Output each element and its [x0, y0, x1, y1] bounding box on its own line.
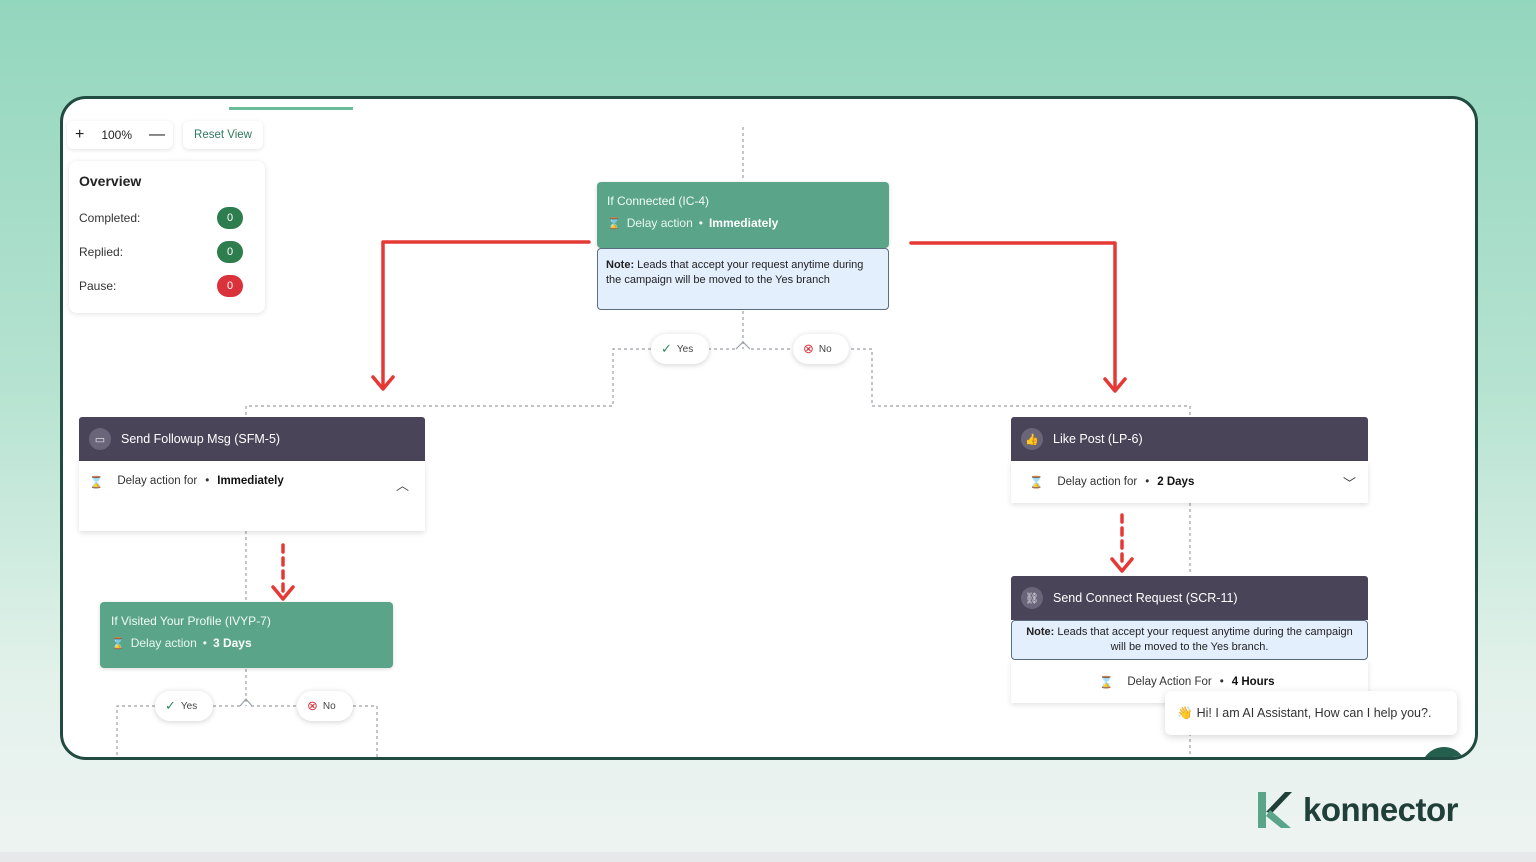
delay-value: 3 Days [212, 636, 252, 650]
thumbs-up-icon: 👍 [1021, 428, 1043, 450]
x-circle-icon: ⊗ [307, 698, 318, 713]
node-title: Send Connect Request (SCR-11) [1053, 591, 1238, 605]
overview-row-replied: Replied: 0 [79, 235, 255, 269]
flow-canvas[interactable]: + 100% — Reset View Overview Completed: … [63, 99, 1475, 757]
branch-caret [735, 341, 751, 350]
node-send-connect[interactable]: ⛓ Send Connect Request (SCR-11) [1011, 576, 1368, 620]
connector-ivyp7-no [353, 705, 378, 757]
konnector-logo: konnector [1255, 790, 1459, 830]
yes-label: Yes [676, 343, 694, 355]
completed-count-badge: 0 [217, 207, 243, 229]
reset-view-button[interactable]: Reset View [183, 121, 263, 149]
red-dashed-right-head [1110, 557, 1134, 573]
connector-yes-branch [245, 348, 651, 417]
flow-canvas-frame: + 100% — Reset View Overview Completed: … [60, 96, 1478, 760]
note-text: Leads that accept your request anytime d… [606, 259, 864, 286]
zoom-in-button[interactable]: + [75, 126, 85, 143]
delay-label: Delay action [626, 216, 693, 230]
delay-value: Immediately [217, 475, 284, 487]
chat-launcher-button[interactable] [1421, 747, 1467, 757]
delay-value: 2 Days [1157, 476, 1195, 488]
node-title: Send Followup Msg (SFM-5) [121, 432, 281, 446]
red-dashed-left-head [271, 585, 295, 601]
zoom-level: 100% [101, 128, 133, 142]
yes-branch-pill[interactable]: ✓ Yes [651, 334, 709, 364]
konnector-logo-mark-icon [1258, 792, 1292, 828]
delay-dot: • [698, 216, 703, 230]
node-delay: ⌛ Delay action • Immediately [607, 216, 879, 230]
node-like-post[interactable]: 👍 Like Post (LP-6) [1011, 417, 1368, 461]
chevron-down-icon[interactable]: ﹀ [1342, 475, 1356, 491]
link-icon: ⛓ [1021, 587, 1043, 609]
hourglass-icon: ⌛ [111, 637, 125, 650]
note-send-connect: Note: Leads that accept your request any… [1011, 620, 1368, 660]
x-circle-icon: ⊗ [803, 341, 814, 356]
delay-value: 4 Hours [1231, 675, 1275, 688]
hourglass-icon: ⌛ [89, 477, 104, 489]
flow-connectors [116, 127, 1191, 757]
delay-label: Delay action for [117, 475, 198, 487]
red-arrow-left-head [371, 375, 395, 391]
brand-name: konnector [1303, 791, 1459, 828]
overview-row-pause: Pause: 0 [79, 269, 255, 303]
no-label: No [818, 343, 832, 355]
branch-caret-ivyp7 [239, 698, 253, 707]
red-arrow-left [381, 240, 591, 389]
ai-assistant-message[interactable]: 👋 Hi! I am AI Assistant, How can I help … [1165, 691, 1457, 735]
node-delay: ⌛ Delay action • 3 Days [111, 636, 382, 650]
overview-label: Completed: [79, 211, 141, 225]
note-text: Leads that accept your request anytime d… [1057, 626, 1353, 653]
no-branch-pill[interactable]: ⊗ No [297, 691, 353, 721]
no-branch-pill[interactable]: ⊗ No [793, 334, 849, 364]
bottom-band [0, 852, 1536, 862]
note-prefix: Note: [1026, 626, 1055, 638]
delay-label: Delay action for [1057, 476, 1138, 488]
message-icon: ▭ [89, 428, 111, 450]
node-title: Like Post (LP-6) [1053, 432, 1143, 446]
overview-label: Pause: [79, 279, 117, 293]
red-arrow-right [909, 241, 1117, 391]
overview-panel: Overview Completed: 0 Replied: 0 Pause: … [69, 161, 265, 313]
note-prefix: Note: [606, 259, 635, 271]
node-send-followup-body: ⌛ Delay action for • Immediately ︿ [79, 461, 425, 531]
delay-dot: • [1145, 476, 1150, 488]
check-circle-icon: ✓ [661, 341, 672, 356]
yes-label: Yes [180, 700, 198, 712]
hourglass-icon: ⌛ [607, 217, 621, 230]
node-like-post-body: ⌛ Delay action for • 2 Days ﹀ [1011, 461, 1368, 503]
delay-label: Delay action [130, 636, 197, 650]
delay-dot: • [1219, 675, 1224, 688]
connector-no-branch [851, 348, 1191, 417]
red-arrow-right-head [1103, 377, 1127, 393]
chevron-up-icon[interactable]: ︿ [395, 478, 409, 493]
note-if-connected: Note: Leads that accept your request any… [597, 248, 889, 310]
delay-dot: • [202, 636, 207, 650]
node-title: If Visited Your Profile (IVYP-7) [111, 614, 271, 628]
check-circle-icon: ✓ [165, 698, 176, 713]
node-if-connected[interactable]: If Connected (IC-4) ⌛ Delay action • Imm… [597, 182, 889, 248]
replied-count-badge: 0 [217, 241, 243, 263]
zoom-out-button[interactable]: — [148, 126, 165, 143]
assistant-text: Hi! I am AI Assistant, How can I help yo… [1196, 706, 1432, 720]
hourglass-icon: ⌛ [1029, 477, 1044, 489]
delay-label: Delay Action For [1127, 675, 1212, 688]
zoom-controls: + 100% — [67, 121, 173, 149]
node-title: If Connected (IC-4) [607, 194, 710, 208]
overview-title: Overview [79, 173, 142, 189]
connector-ivyp7-yes [116, 705, 155, 757]
delay-dot: • [205, 475, 210, 487]
delay-value: Immediately [708, 216, 779, 230]
overview-row-completed: Completed: 0 [79, 201, 255, 235]
yes-branch-pill[interactable]: ✓ Yes [155, 691, 213, 721]
progress-indicator [229, 107, 353, 110]
overview-label: Replied: [79, 245, 124, 259]
node-if-visited[interactable]: If Visited Your Profile (IVYP-7) ⌛ Delay… [100, 602, 393, 668]
node-send-followup[interactable]: ▭ Send Followup Msg (SFM-5) [79, 417, 425, 461]
hourglass-icon: ⌛ [1099, 676, 1114, 689]
wave-icon: 👋 [1177, 705, 1193, 720]
no-label: No [322, 700, 336, 712]
pause-count-badge: 0 [217, 275, 243, 297]
